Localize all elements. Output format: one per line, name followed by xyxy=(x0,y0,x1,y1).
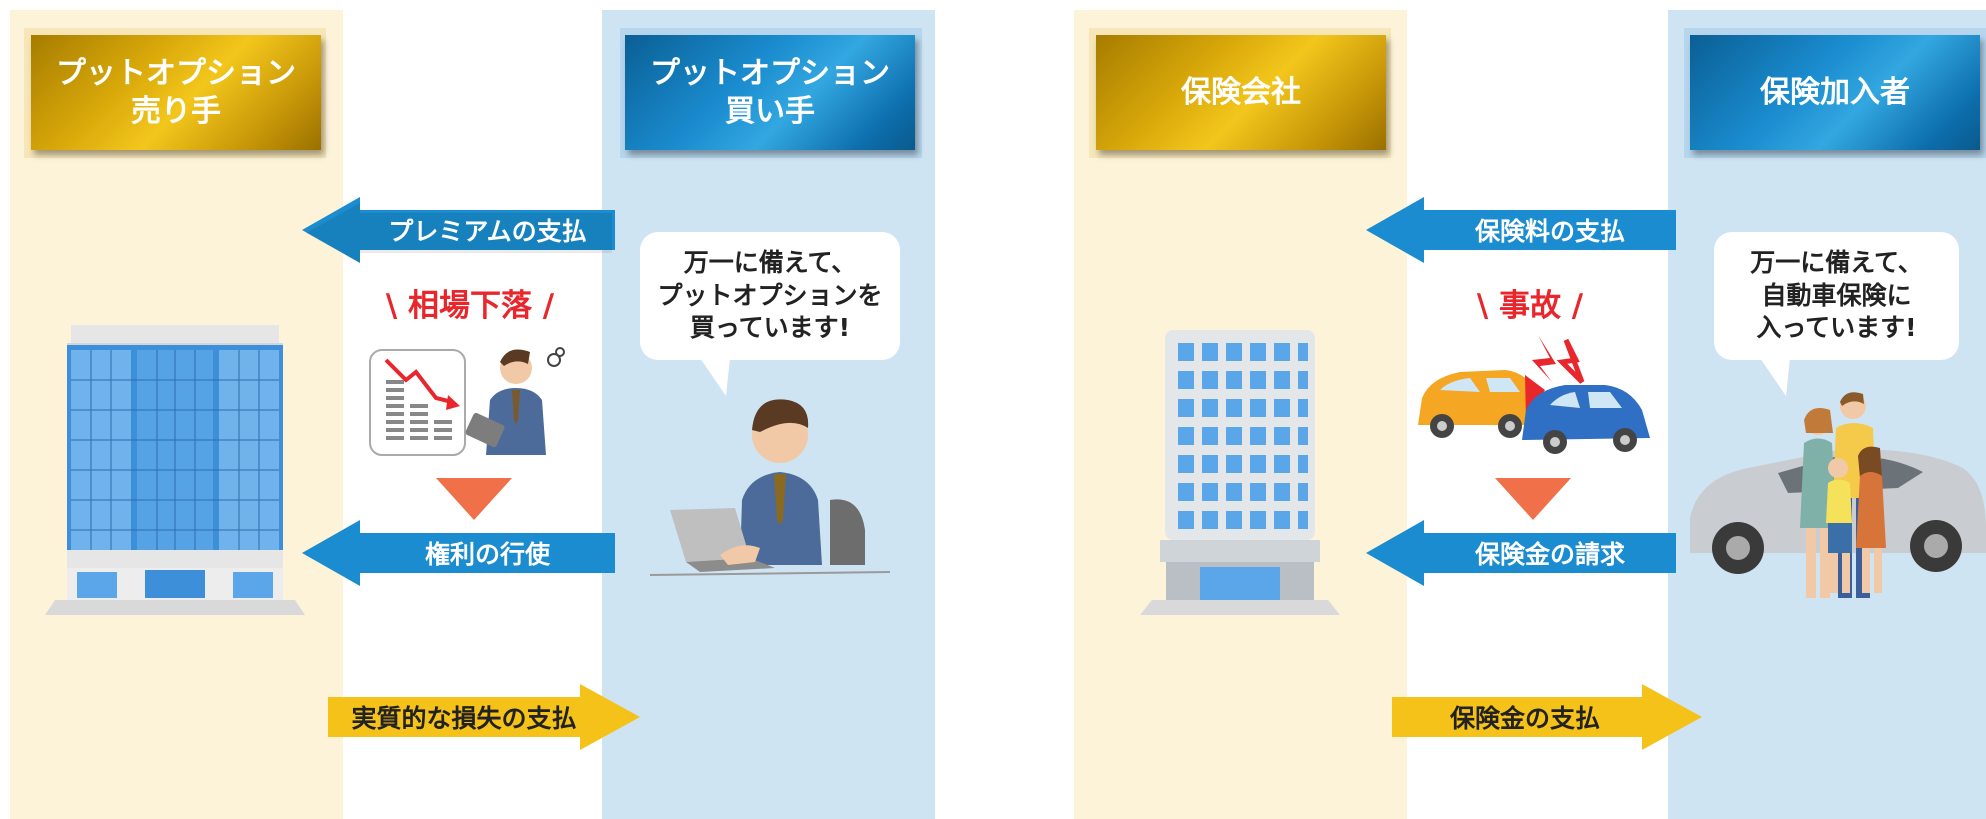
buyer-header: プットオプション 買い手 xyxy=(625,35,915,150)
insured-header: 保険加入者 xyxy=(1690,35,1980,150)
premium-arrow xyxy=(302,197,615,263)
buyer-speech-bubble: 万一に備えて、 プットオプションを 買っています! xyxy=(640,232,900,360)
glass-office-building-icon xyxy=(45,320,305,620)
businessman-laptop-icon xyxy=(649,390,891,590)
accident-down-triangle xyxy=(1495,478,1571,520)
insurance-claim-arrow-label: 保険金の請求 xyxy=(1474,540,1625,569)
exercise-arrow xyxy=(302,520,615,586)
car-crash-icon xyxy=(1410,330,1660,460)
market-decline-label: \ 相場下落 / xyxy=(385,288,555,324)
insurer-header: 保険会社 xyxy=(1096,35,1386,150)
office-tower-icon xyxy=(1140,325,1340,620)
insured-bubble-tail xyxy=(1760,358,1790,396)
seller-header: プットオプション 売り手 xyxy=(31,35,321,150)
exercise-arrow-label: 権利の行使 xyxy=(424,540,550,569)
falling-stock-chart-businessman-icon xyxy=(368,340,568,470)
loss-payment-arrow-label: 実質的な損失の支払 xyxy=(351,704,577,733)
loss-payment-arrow xyxy=(328,684,640,750)
insurance-payment-arrow-label: 保険金の支払 xyxy=(1449,704,1600,733)
insurance-premium-arrow-label: 保険料の支払 xyxy=(1474,217,1625,246)
premium-arrow-label: プレミアムの支払 xyxy=(388,217,587,246)
family-car-icon xyxy=(1688,388,1986,618)
down-triangle xyxy=(436,478,512,520)
insurance-premium-arrow xyxy=(1366,197,1676,263)
buyer-bubble-tail xyxy=(700,358,730,396)
accident-label: \ 事故 / xyxy=(1476,288,1584,324)
insurance-payment-arrow xyxy=(1392,684,1702,750)
insurance-claim-arrow xyxy=(1366,520,1676,586)
insured-speech-bubble: 万一に備えて、 自動車保険に 入っています! xyxy=(1714,232,1959,360)
